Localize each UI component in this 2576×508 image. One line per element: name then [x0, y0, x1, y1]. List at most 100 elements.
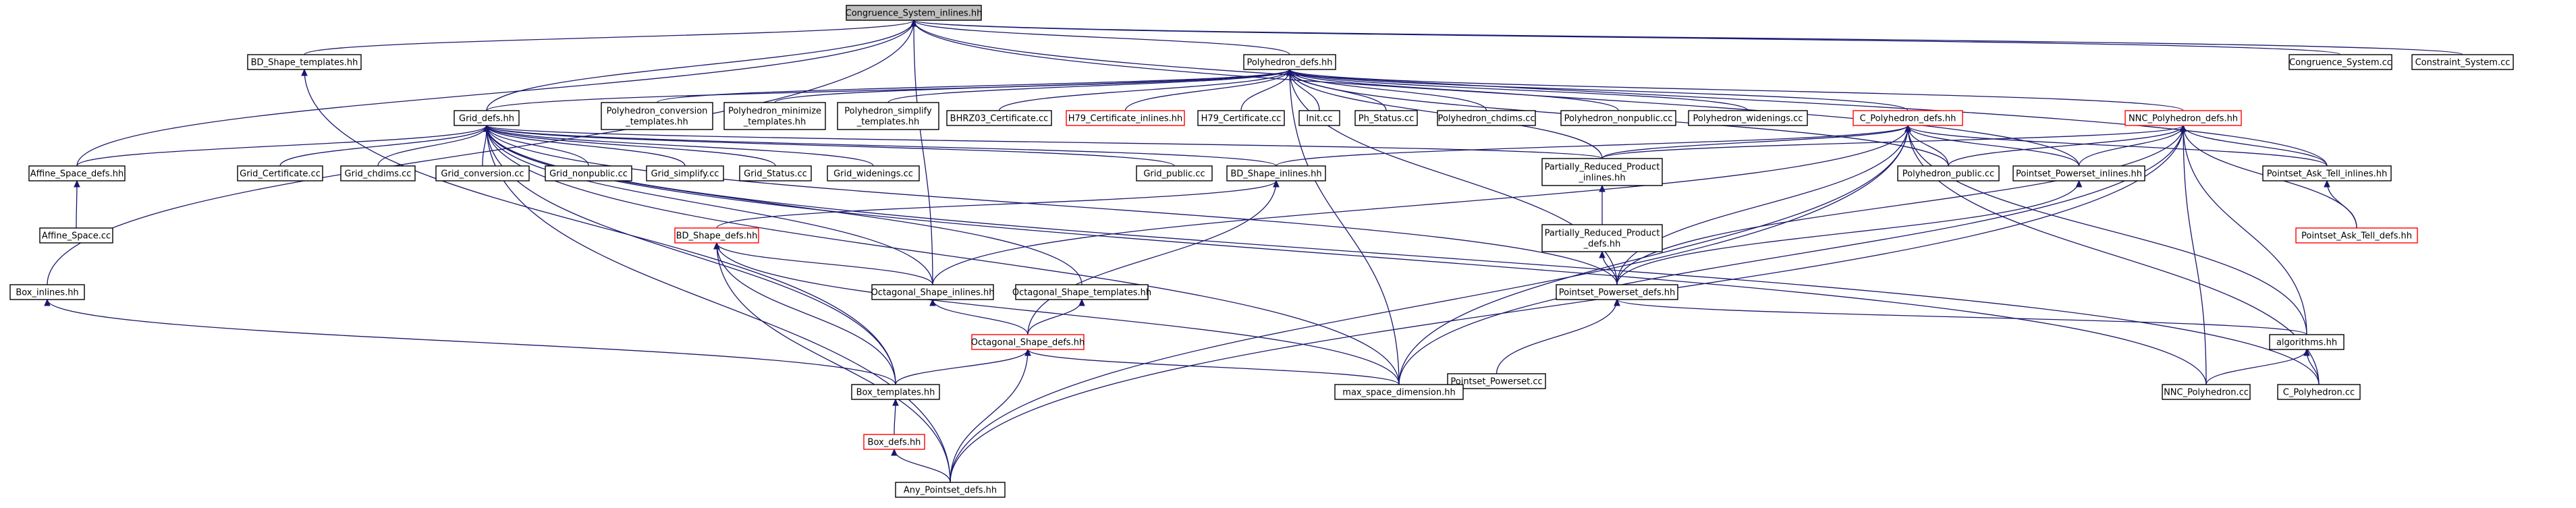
dependency-edge-n44-n34: [717, 243, 896, 385]
node-grid-chdims-cc[interactable]: Grid_chdims.cc: [340, 165, 416, 181]
dependency-edge-n14-n2: [1290, 69, 1487, 111]
dependency-edge-n40-n35: [1602, 252, 1618, 285]
node-polyhedron-chdims-cc[interactable]: Polyhedron_chdims.cc: [1437, 110, 1536, 126]
dependency-edge-n17-n2: [1290, 69, 1909, 111]
node-grid-defs-hh[interactable]: Grid_defs.hh: [454, 110, 520, 126]
node-box: [946, 110, 1052, 126]
node-label: Octagonal_Shape_inlines.hh: [871, 288, 995, 298]
node-pointset-powerset-cc[interactable]: Pointset_Powerset.cc: [1447, 373, 1546, 389]
dependency-edge-n40-n17: [1616, 125, 1908, 285]
node-bhrz03-certificate-cc[interactable]: BHRZ03_Certificate.cc: [946, 110, 1052, 126]
node-polyhedron-conversion-templates-hh[interactable]: Polyhedron_conversion_templates.hh: [601, 102, 713, 130]
node-grid-certificate-cc[interactable]: Grid_Certificate.cc: [237, 165, 323, 181]
dependency-edge-n46-n43: [2205, 349, 2307, 385]
node-grid-simplify-cc[interactable]: Grid_simplify.cc: [646, 165, 724, 181]
node-polyhedron-public-cc[interactable]: Polyhedron_public.cc: [1897, 165, 2000, 181]
node-octagonal-shape-templates-hh[interactable]: Octagonal_Shape_templates.hh: [1012, 284, 1151, 300]
node-polyhedron-nonpublic-cc[interactable]: Polyhedron_nonpublic.cc: [1560, 110, 1676, 126]
node-any-pointset-defs-hh[interactable]: Any_Pointset_defs.hh: [895, 482, 1006, 498]
node-box: [1066, 110, 1185, 126]
dependency-edge-n26-n5: [487, 125, 874, 167]
node-algorithms-hh[interactable]: algorithms.hh: [2269, 334, 2345, 350]
node-partially-reduced-product-inlines-hh[interactable]: Partially_Reduced_Product_inlines.hh: [1541, 158, 1663, 186]
node-box: [2277, 384, 2361, 400]
dependency-edge-n49-n34: [717, 243, 951, 483]
node-box: [2125, 110, 2242, 126]
node-congruence-system-cc[interactable]: Congruence_System.cc: [2289, 54, 2392, 70]
node-bd-shape-defs-hh[interactable]: BD_Shape_defs.hh: [674, 227, 759, 244]
node-pointset-ask-tell-defs-hh[interactable]: Pointset_Ask_Tell_defs.hh: [2295, 227, 2418, 244]
dependency-edge-n39-n5: [487, 125, 1083, 285]
node-grid-public-cc[interactable]: Grid_public.cc: [1136, 165, 1213, 181]
node-constraint-system-cc[interactable]: Constraint_System.cc: [2411, 54, 2514, 70]
node-box: [9, 284, 85, 300]
node-h79-certificate-cc[interactable]: H79_Certificate.cc: [1197, 110, 1285, 126]
node-affine-space-defs-hh[interactable]: Affine_Space_defs.hh: [28, 165, 126, 181]
node-polyhedron-widenings-cc[interactable]: Polyhedron_widenings.cc: [1688, 110, 1808, 126]
node-polyhedron-minimize-templates-hh[interactable]: Polyhedron_minimize_templates.hh: [723, 102, 826, 130]
node-congruence-system-inlines-hh[interactable]: Congruence_System_inlines.hh: [846, 5, 983, 21]
node-affine-space-cc[interactable]: Affine_Space.cc: [39, 227, 113, 244]
dependency-edge-n32-n0: [914, 20, 2328, 167]
node-label: Grid_widenings.cc: [833, 169, 913, 179]
node-grid-widenings-cc[interactable]: Grid_widenings.cc: [827, 165, 920, 181]
dependency-edge-n44-n37: [47, 300, 896, 385]
node-nnc-polyhedron-cc[interactable]: NNC_Polyhedron.cc: [2162, 384, 2251, 400]
node-box-defs-hh[interactable]: Box_defs.hh: [863, 434, 925, 450]
edge-layer: [47, 20, 2463, 483]
node-label: Partially_Reduced_Product: [1545, 163, 1660, 173]
node-pointset-powerset-inlines-hh[interactable]: Pointset_Powerset_inlines.hh: [2012, 165, 2145, 181]
dependency-edge-n31-n17: [1908, 125, 2080, 167]
node-box: [674, 227, 759, 244]
node-grid-status-cc[interactable]: Grid_Status.cc: [739, 165, 812, 181]
node-box: [1015, 284, 1149, 300]
node-box: [39, 227, 113, 244]
dependency-edge-n45-n34: [717, 243, 1400, 385]
node-octagonal-shape-inlines-hh[interactable]: Octagonal_Shape_inlines.hh: [871, 284, 995, 300]
dependency-edge-n15-n2: [1290, 69, 1619, 111]
node-label: BD_Shape_defs.hh: [676, 231, 758, 242]
node-pointset-ask-tell-inlines-hh[interactable]: Pointset_Ask_Tell_inlines.hh: [2262, 165, 2392, 181]
dependency-edge-n44-n41: [895, 349, 1028, 385]
dependency-edge-n49-n5: [487, 125, 951, 483]
node-h79-certificate-inlines-hh[interactable]: H79_Certificate_inlines.hh: [1066, 110, 1185, 126]
node-box-templates-hh[interactable]: Box_templates.hh: [851, 384, 940, 400]
node-bd-shape-templates-hh[interactable]: BD_Shape_templates.hh: [247, 54, 362, 70]
node-box: [545, 165, 632, 181]
node-nnc-polyhedron-defs-hh[interactable]: NNC_Polyhedron_defs.hh: [2125, 110, 2242, 126]
node-c-polyhedron-cc[interactable]: C_Polyhedron.cc: [2277, 384, 2361, 400]
node-label: Affine_Space.cc: [42, 231, 111, 242]
node-label: _inlines.hh: [1578, 173, 1625, 184]
node-c-polyhedron-defs-hh[interactable]: C_Polyhedron_defs.hh: [1853, 110, 1963, 126]
node-bd-shape-inlines-hh[interactable]: BD_Shape_inlines.hh: [1226, 165, 1326, 181]
node-label: Pointset_Ask_Tell_inlines.hh: [2267, 169, 2388, 179]
dependency-edge-n28-n17: [1276, 125, 1908, 167]
dependency-edge-n37-n0: [47, 20, 914, 285]
node-ph-status-cc[interactable]: Ph_Status.cc: [1354, 110, 1418, 126]
node-box: [1688, 110, 1808, 126]
node-grid-nonpublic-cc[interactable]: Grid_nonpublic.cc: [545, 165, 632, 181]
node-label: Grid_defs.hh: [459, 114, 514, 124]
node-box-inlines-hh[interactable]: Box_inlines.hh: [9, 284, 85, 300]
node-partially-reduced-product-defs-hh[interactable]: Partially_Reduced_Product_defs.hh: [1541, 224, 1663, 252]
node-box: [247, 54, 362, 70]
node-octagonal-shape-defs-hh[interactable]: Octagonal_Shape_defs.hh: [971, 334, 1085, 350]
node-pointset-powerset-defs-hh[interactable]: Pointset_Powerset_defs.hh: [1556, 284, 1678, 300]
dependency-edge-n27-n5: [487, 125, 1175, 167]
dependency-edge-n41-n28: [1027, 181, 1276, 335]
node-box: [1853, 110, 1963, 126]
node-init-cc[interactable]: Init.cc: [1298, 110, 1340, 126]
node-polyhedron-simplify-templates-hh[interactable]: Polyhedron_simplify_templates.hh: [837, 102, 939, 130]
node-label: Grid_Certificate.cc: [240, 169, 321, 179]
dependency-edge-n31-n18: [2078, 125, 2184, 167]
node-box: [1897, 165, 2000, 181]
node-polyhedron-defs-hh[interactable]: Polyhedron_defs.hh: [1243, 54, 1336, 70]
node-grid-conversion-cc[interactable]: Grid_conversion.cc: [435, 165, 530, 181]
node-label: Partially_Reduced_Product: [1545, 229, 1660, 239]
node-box: [1334, 384, 1464, 400]
dependency-edge-n47-n17: [1908, 125, 2320, 385]
dependency-edge-n41-n39: [1027, 300, 1082, 335]
node-max-space-dimension-hh[interactable]: max_space_dimension.hh: [1334, 384, 1464, 400]
node-label: _defs.hh: [1583, 239, 1621, 250]
node-box: [1556, 284, 1678, 300]
